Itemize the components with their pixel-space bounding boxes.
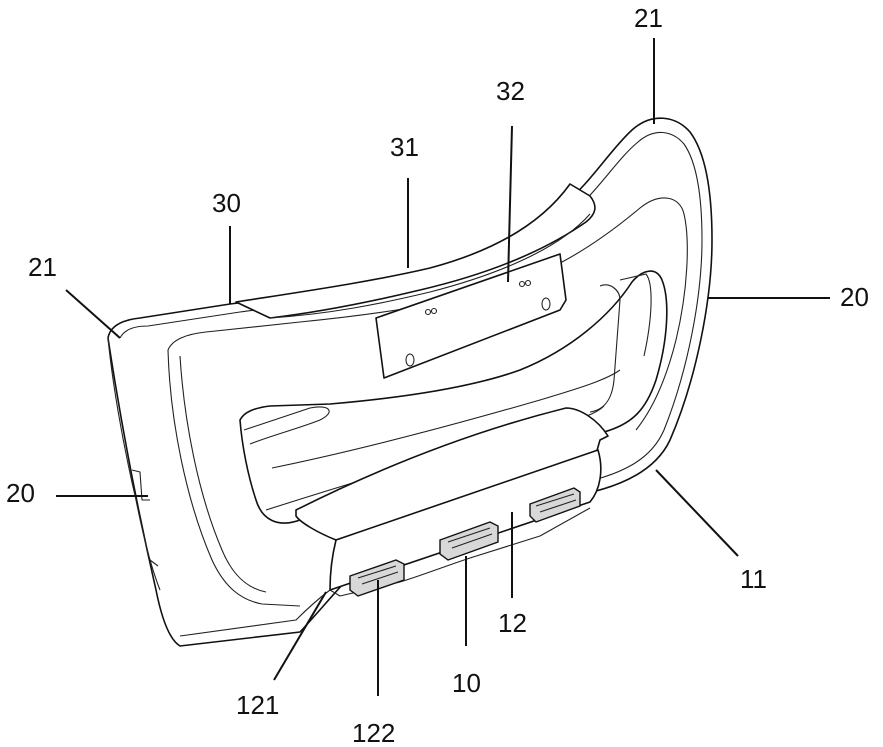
slot-122-left <box>349 559 405 597</box>
opening-back-edge <box>271 369 621 469</box>
plate-hole-tr <box>518 280 526 288</box>
plate-hole-tl <box>424 308 432 316</box>
slot-122-right-inner <box>535 493 577 513</box>
top-step-31 <box>235 183 596 319</box>
housing-side-wall <box>107 337 161 591</box>
plate-hole-bl <box>405 353 415 367</box>
slot-122-mid-inner <box>447 527 493 549</box>
label-12: 12 <box>498 608 527 638</box>
opening-inner-ledge <box>243 406 330 445</box>
plate-hole-tr2 <box>524 279 532 287</box>
plate-32 <box>375 253 567 379</box>
leader-21-left <box>65 289 121 339</box>
label-11: 11 <box>740 564 767 594</box>
label-20-right: 20 <box>840 282 869 312</box>
leader-32 <box>507 125 513 283</box>
opening-right-wall-2 <box>619 273 652 357</box>
frame-left-inner <box>167 349 301 607</box>
plate-hole-br <box>541 297 551 311</box>
label-20-left: 20 <box>6 478 35 508</box>
label-21-top: 21 <box>634 3 663 33</box>
label-21-left: 21 <box>28 252 57 282</box>
frame-rim-inner <box>167 197 688 431</box>
top-step-edge <box>269 213 591 319</box>
label-121: 121 <box>236 690 279 720</box>
slot-122-left-inner <box>357 565 399 585</box>
housing-side-step <box>131 469 159 567</box>
label-32: 32 <box>496 76 525 106</box>
leader-121 <box>273 591 327 681</box>
step-plate-front <box>329 449 602 591</box>
label-122: 122 <box>352 718 395 747</box>
label-31: 31 <box>390 132 419 162</box>
housing-bottom-edge <box>179 589 331 637</box>
plate-hole-tl2 <box>430 307 438 315</box>
label-30: 30 <box>212 188 241 218</box>
slot-122-mid <box>439 521 499 561</box>
label-10: 10 <box>452 668 481 698</box>
opening-outer <box>239 270 668 524</box>
frame-left-inner-2 <box>179 355 267 593</box>
opening-right-wall <box>589 284 621 413</box>
leader-11 <box>655 469 739 557</box>
